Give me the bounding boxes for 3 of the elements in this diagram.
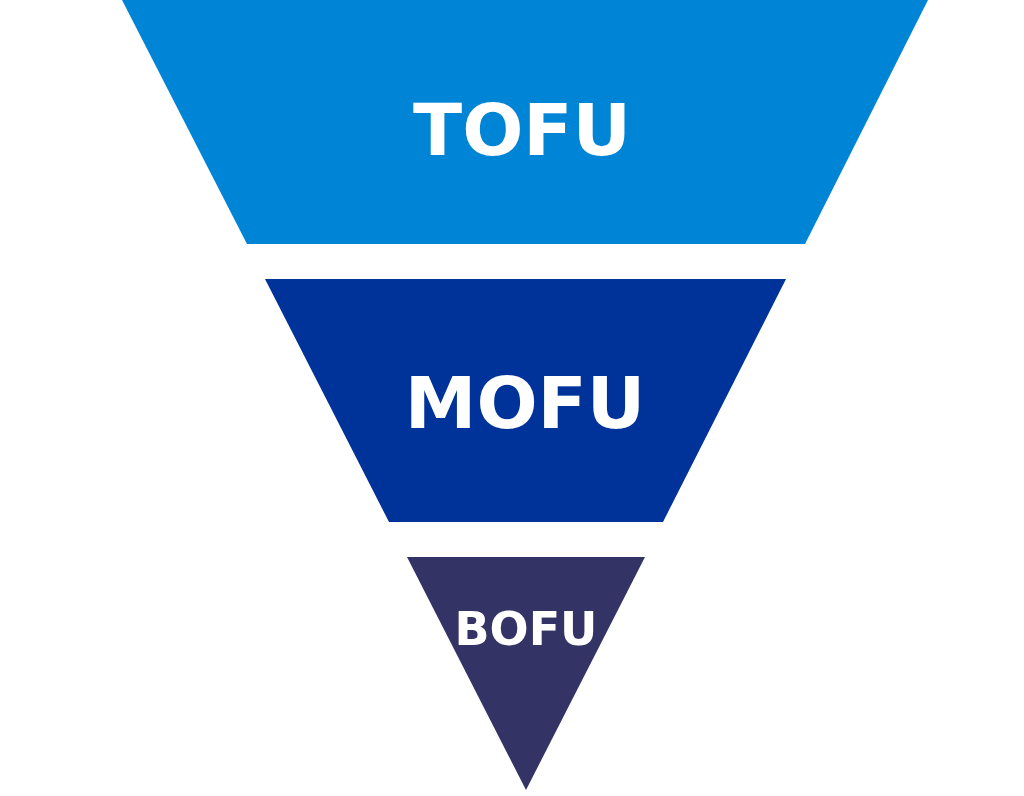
stage-label: MOFU xyxy=(404,361,646,445)
stage-label: TOFU xyxy=(413,88,631,172)
stage-label: BOFU xyxy=(454,602,598,656)
